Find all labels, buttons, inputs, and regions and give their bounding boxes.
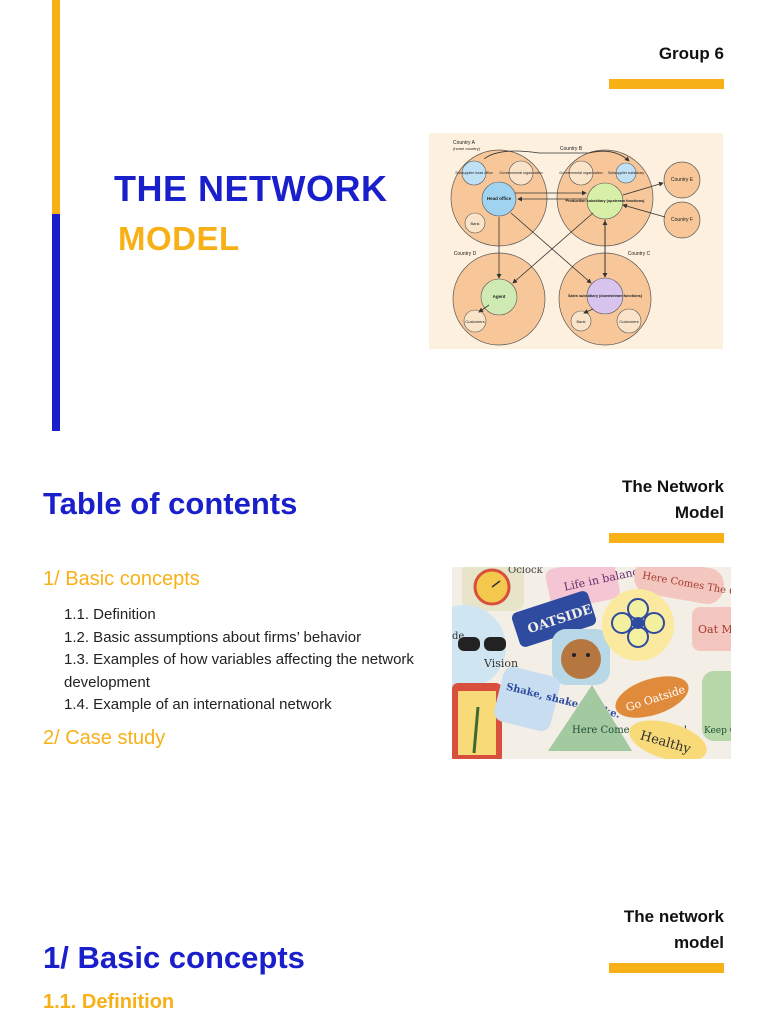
svg-text:Oclock: Oclock xyxy=(508,567,544,576)
svg-text:Oat M オーツミ: Oat M オーツミ xyxy=(698,623,731,636)
head-office-node xyxy=(481,181,517,217)
oatside-stickers-image: Oclock Life in balance. Here Comes The O… xyxy=(422,557,768,763)
definition-title: 1.1. Definition xyxy=(43,991,175,1013)
svg-text:Bank: Bank xyxy=(470,221,479,226)
svg-text:Vision: Vision xyxy=(483,657,518,670)
svg-text:(home country): (home country) xyxy=(453,146,481,151)
svg-text:Country A: Country A xyxy=(453,140,476,146)
basic-concepts-slide: The network model 1/ Basic concepts 1.1.… xyxy=(0,880,768,1024)
svg-text:Country B: Country B xyxy=(560,146,583,152)
svg-text:Production subsidiary (upstrea: Production subsidiary (upstream function… xyxy=(566,199,646,203)
cover-slide: Group 6 THE NETWORK MODEL xyxy=(0,0,768,436)
group-label: Group 6 xyxy=(658,44,724,63)
toc-item-1-4: 1.4. Example of an international network xyxy=(64,696,332,713)
country-f-circle xyxy=(663,201,701,239)
svg-text:Country D: Country D xyxy=(454,251,477,257)
svg-text:Governmental organization: Governmental organization xyxy=(559,171,602,175)
agent-node xyxy=(480,278,518,316)
toc-side-underline xyxy=(609,533,724,543)
toc-title: Table of contents xyxy=(43,486,298,521)
svg-text:Sales subsidiary (downstream f: Sales subsidiary (downstream functions) xyxy=(568,294,643,298)
svg-text:Country C: Country C xyxy=(628,251,651,257)
toc-item-1-2: 1.2. Basic assumptions about firms’ beha… xyxy=(64,628,362,646)
basic-side-title: The network model xyxy=(624,904,724,956)
basic-side-title-line1: The network xyxy=(623,907,724,926)
network-model-diagram: Country A (home country) Country B Count… xyxy=(429,133,723,349)
basic-concepts-title: 1/ Basic concepts xyxy=(43,940,305,975)
toc-slide: Table of contents The Network Model 1/ B… xyxy=(0,440,768,840)
group-underline xyxy=(609,79,724,89)
svg-text:Subsupplier subsidiary: Subsupplier subsidiary xyxy=(608,171,644,175)
svg-text:Keep C Wei: Keep C Wei xyxy=(704,726,731,736)
svg-text:Head office: Head office xyxy=(487,196,512,201)
svg-text:Subsupplier head office: Subsupplier head office xyxy=(455,171,493,175)
sales-node xyxy=(586,277,624,315)
svg-text:Agent: Agent xyxy=(493,294,506,299)
toc-list: 1.1. Definition 1.2. Basic assumptions a… xyxy=(64,604,434,717)
svg-text:Country F: Country F xyxy=(671,217,693,223)
accent-bar-blue xyxy=(52,214,60,431)
toc-side-title-line1: The Network xyxy=(621,477,724,496)
accent-bar-yellow xyxy=(52,0,60,214)
svg-text:Bank: Bank xyxy=(576,319,585,324)
basic-side-underline xyxy=(609,963,724,973)
svg-text:Customers: Customers xyxy=(619,319,638,324)
basic-side-title-line2: model xyxy=(673,933,724,952)
cover-title-line2: MODEL xyxy=(118,220,240,257)
toc-side-title: The Network Model xyxy=(622,474,724,526)
toc-section-2: 2/ Case study xyxy=(43,727,166,749)
svg-text:de: de xyxy=(452,631,464,642)
svg-text:Country E: Country E xyxy=(671,177,694,183)
svg-text:Customers: Customers xyxy=(465,319,484,324)
toc-item-1-1: 1.1. Definition xyxy=(64,606,156,623)
cover-title-line1: THE NETWORK xyxy=(114,168,388,209)
svg-text:Governmental organization: Governmental organization xyxy=(499,171,542,175)
toc-side-title-line2: Model xyxy=(674,503,724,522)
toc-item-1-3: 1.3. Examples of how variables affecting… xyxy=(64,651,414,691)
toc-section-1: 1/ Basic concepts xyxy=(43,568,200,590)
country-e-circle xyxy=(663,161,701,199)
